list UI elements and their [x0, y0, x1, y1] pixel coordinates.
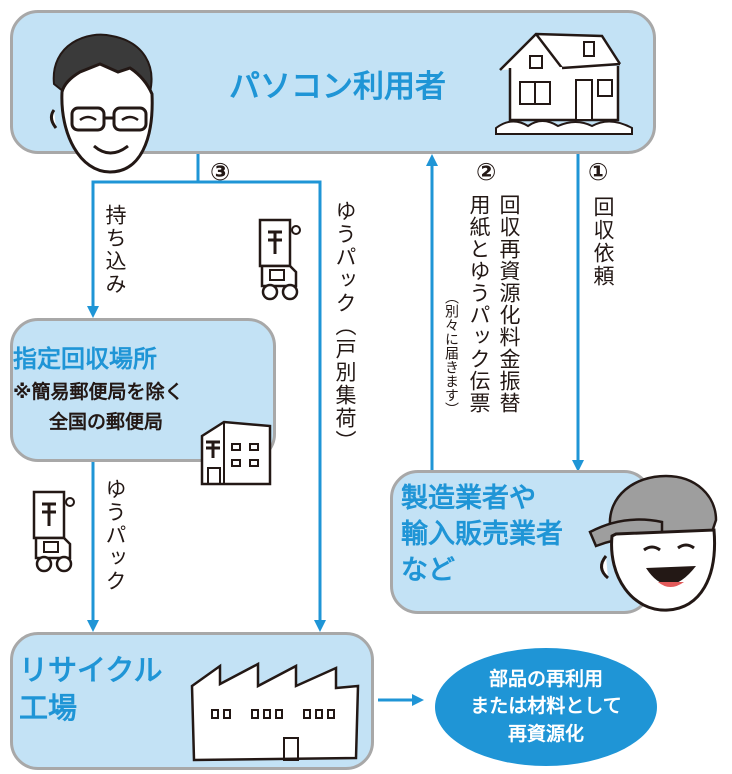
yupack-transfer-label: ゆうパック	[103, 478, 127, 593]
factory-illustration	[190, 661, 360, 762]
step3-number: ③	[210, 158, 231, 186]
postal-truck-icon	[32, 490, 75, 573]
post-office-icon	[200, 420, 272, 486]
pc-user-title: パソコン利用者	[229, 69, 446, 105]
collection-point-note-line2: 全国の郵便局	[49, 411, 164, 433]
yupack-home-label: ゆうパック（戸別集荷）	[333, 200, 357, 453]
step2-label-line1: 回収再資源化料金振替	[497, 194, 521, 414]
step2-number: ②	[476, 158, 497, 186]
arrow-user-branch-line	[87, 150, 200, 318]
collection-point-note-line1: ※簡易郵便局を除く	[13, 381, 184, 403]
recycling-factory-line1: リサイクル	[19, 653, 163, 687]
result-line2: または材料として	[470, 695, 622, 718]
arrow-yupack-home-to-factory	[198, 180, 326, 632]
result-line1: 部品の再利用	[488, 667, 603, 690]
step1-number: ①	[588, 158, 609, 186]
step2-label-line2: 用紙とゆうパック伝票	[467, 194, 491, 414]
step1-label: 回収依頼	[591, 196, 615, 288]
user-face-illustration	[49, 33, 154, 174]
step2-note: （別々に届きます）	[443, 290, 459, 416]
house-illustration	[495, 32, 633, 135]
manufacturer-line2: 輸入販売業者	[401, 519, 563, 550]
result-recycling-ellipse: 部品の再利用 または材料として 再資源化	[435, 648, 657, 766]
carry-in-label: 持ち込み	[103, 204, 127, 296]
postal-truck-icon	[258, 218, 301, 301]
result-line3: 再資源化	[507, 722, 584, 745]
recycling-factory-line2: 工場	[19, 691, 78, 725]
worker-illustration	[588, 474, 718, 612]
manufacturer-line1: 製造業者や	[401, 483, 536, 514]
manufacturer-line3: など	[401, 555, 455, 586]
collection-point-title: 指定回収場所	[13, 345, 157, 373]
